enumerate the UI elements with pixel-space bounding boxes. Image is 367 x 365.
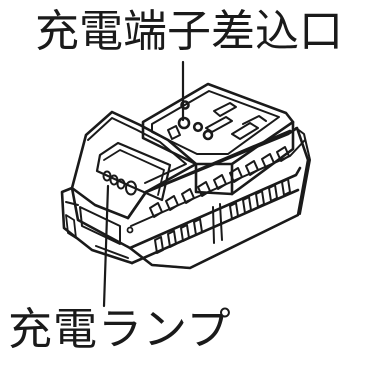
charge-lamp-1 [102,170,112,182]
lower-grip-ribs [154,178,291,254]
terminal-slot-3 [231,122,259,140]
terminal-hole-2 [180,100,190,110]
charge-lamp-2 [109,174,119,186]
terminal-slot-2 [205,116,233,133]
lamp-panel [95,141,172,202]
terminal-hole-4 [202,129,214,141]
label-charge-lamp: 充電ランプ [8,304,232,355]
terminal-hole-3 [192,121,204,133]
leader-line-bottom [102,184,110,308]
lamp-button [125,180,137,196]
terminal-slot-1 [213,102,237,117]
terminal-hole-1 [177,116,191,130]
upper-grip-ribs [149,146,290,218]
charge-lamp-3 [116,178,126,190]
label-charge-terminal: 充電端子差込口 [35,6,343,57]
